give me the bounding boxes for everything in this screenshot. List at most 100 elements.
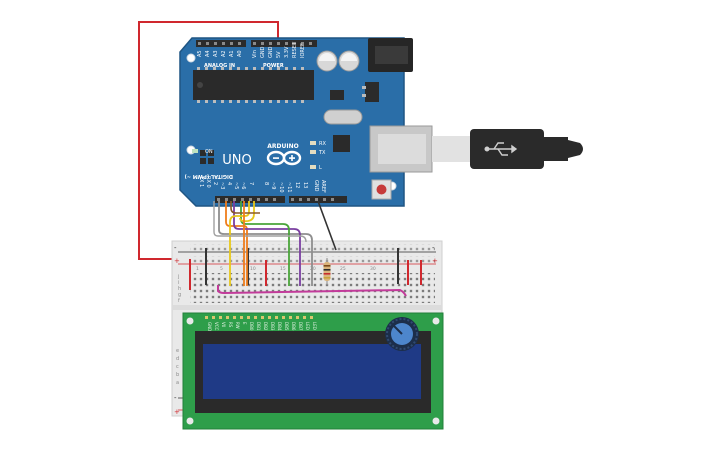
aref-label: AREF	[320, 180, 326, 193]
rx-led	[310, 141, 316, 145]
col-number-25: 25	[340, 266, 346, 272]
usb-icon	[484, 142, 518, 156]
lcd-pin-e: E	[242, 322, 247, 325]
lcd-16x2-module[interactable]: GND VCC V0 RS RW E DB0 DB1 DB2 DB3 DB4 D…	[182, 312, 444, 430]
svg-text:-: -	[432, 244, 435, 252]
pin-label-d7: 7	[248, 182, 254, 185]
l-led	[310, 165, 316, 169]
analog-header	[196, 40, 246, 47]
row-label-i: i	[178, 280, 179, 286]
pin-label-vin: Vin	[252, 50, 258, 58]
crystal	[323, 109, 363, 125]
potentiometer[interactable]	[385, 317, 419, 351]
pin-label-reset: RESET	[292, 41, 298, 58]
col-number-15: 15	[280, 266, 286, 272]
tx-label: TX	[318, 150, 326, 156]
tx-led	[310, 150, 316, 154]
arduino-logo-icon	[266, 150, 302, 166]
svg-text:-: -	[174, 244, 177, 252]
row-label-d: d	[176, 356, 179, 362]
col-number-10: 10	[250, 266, 256, 272]
lcd-pin-rs: RS	[228, 322, 233, 328]
power-header	[251, 40, 317, 47]
pin-label-3v3: 3.3V	[284, 46, 290, 58]
pin-label-d9: ~9	[270, 182, 276, 189]
l-label: L	[319, 165, 322, 171]
pin-label-a1: A1	[229, 50, 235, 57]
rx-label: RX	[319, 141, 326, 147]
pin-label-d3: ~3	[219, 182, 225, 189]
wire-brown[interactable]	[230, 201, 260, 214]
lcd-pin-db0: DB0	[249, 322, 254, 331]
lcd-pin-db7: DB7	[298, 322, 303, 331]
pin-label-d0: RX 0	[205, 176, 211, 188]
pin-label-a2: A2	[221, 50, 227, 57]
pin-label-d11: ~11	[286, 182, 292, 193]
pin-label-d1: TX 1	[198, 175, 204, 187]
col-number-5: 5	[220, 266, 223, 272]
row-label-a: a	[176, 380, 179, 386]
pin-label-d8: 8	[263, 182, 269, 185]
lcd-screen	[203, 344, 421, 399]
pin-label-d12: 12	[294, 182, 300, 188]
lcd-pin-v0: V0	[221, 322, 226, 328]
lcd-pin-led-k: LED	[312, 322, 317, 330]
lcd-pin-vcc: VCC	[214, 322, 219, 331]
wire-gnd-black[interactable]	[317, 200, 337, 251]
pin-label-d5: ~5	[233, 182, 239, 189]
col-number-20: 20	[310, 266, 316, 272]
atmega-chip	[193, 70, 314, 100]
jumper-magenta[interactable]	[217, 285, 407, 297]
pin-label-a0: A0	[237, 50, 243, 57]
model-label: UNO	[222, 153, 251, 168]
wire-5v-red[interactable]	[138, 21, 279, 260]
on-led	[192, 149, 198, 153]
pin-label-a3: A3	[213, 50, 219, 57]
row-label-f: f	[178, 298, 180, 304]
pin-label-gnd-2: GND	[268, 46, 274, 58]
pin-label-gnd-1: GND	[260, 46, 266, 58]
pin-label-5v: 5V	[276, 51, 282, 58]
usb-cable[interactable]	[369, 125, 583, 173]
row-label-j: j	[177, 274, 179, 280]
lcd-pin-db2: DB2	[263, 322, 268, 331]
on-led-label: ON	[205, 149, 213, 155]
svg-text:+: +	[174, 408, 180, 416]
pin-label-d2: 2	[212, 182, 218, 185]
wire-yellow-loop[interactable]	[239, 201, 255, 223]
wire-purple[interactable]	[233, 201, 301, 286]
pin-label-d6: ~6	[240, 182, 246, 189]
digital-label: DIGITAL (PWM ~)	[185, 173, 233, 179]
pin-label-d13: 13	[302, 182, 308, 188]
brand-label: ARDUINO	[267, 143, 298, 150]
resistor[interactable]	[323, 258, 331, 285]
power-label: POWER	[263, 63, 284, 69]
lcd-pin-gnd: GND	[207, 322, 212, 331]
svg-text:-: -	[174, 394, 177, 402]
lcd-pin-db3: DB3	[270, 322, 275, 331]
row-label-h: h	[178, 286, 181, 292]
svg-text:+: +	[432, 257, 438, 265]
row-label-b: b	[176, 372, 179, 378]
gnd-label: GND	[313, 180, 319, 192]
lcd-pin-rw: RW	[235, 322, 240, 329]
col-number-30: 30	[370, 266, 376, 272]
pin-label-d10: ~10	[278, 182, 284, 193]
row-label-g: g	[178, 292, 181, 298]
lcd-pin-db4: DB4	[277, 322, 282, 331]
wire-gray[interactable]	[218, 201, 313, 286]
pin-label-a5: A5	[197, 50, 203, 57]
lcd-pin-db1: DB1	[256, 322, 261, 331]
small-ic	[333, 135, 350, 152]
pin-label-ioref: IOREF	[300, 43, 306, 58]
col-number-1: 1	[196, 266, 199, 272]
arduino-uno-board[interactable]: A5 A4 A3 A2 A1 A0 Vin GND GND 5V 3.3V RE…	[179, 37, 413, 207]
row-label-c: c	[176, 364, 179, 370]
analog-in-label: ANALOG IN	[204, 63, 235, 69]
row-label-e: e	[176, 348, 179, 354]
svg-text:+: +	[174, 257, 180, 265]
lcd-pin-db6: DB6	[291, 322, 296, 331]
wire-gray-2[interactable]	[213, 201, 307, 243]
pin-label-a4: A4	[205, 50, 211, 57]
